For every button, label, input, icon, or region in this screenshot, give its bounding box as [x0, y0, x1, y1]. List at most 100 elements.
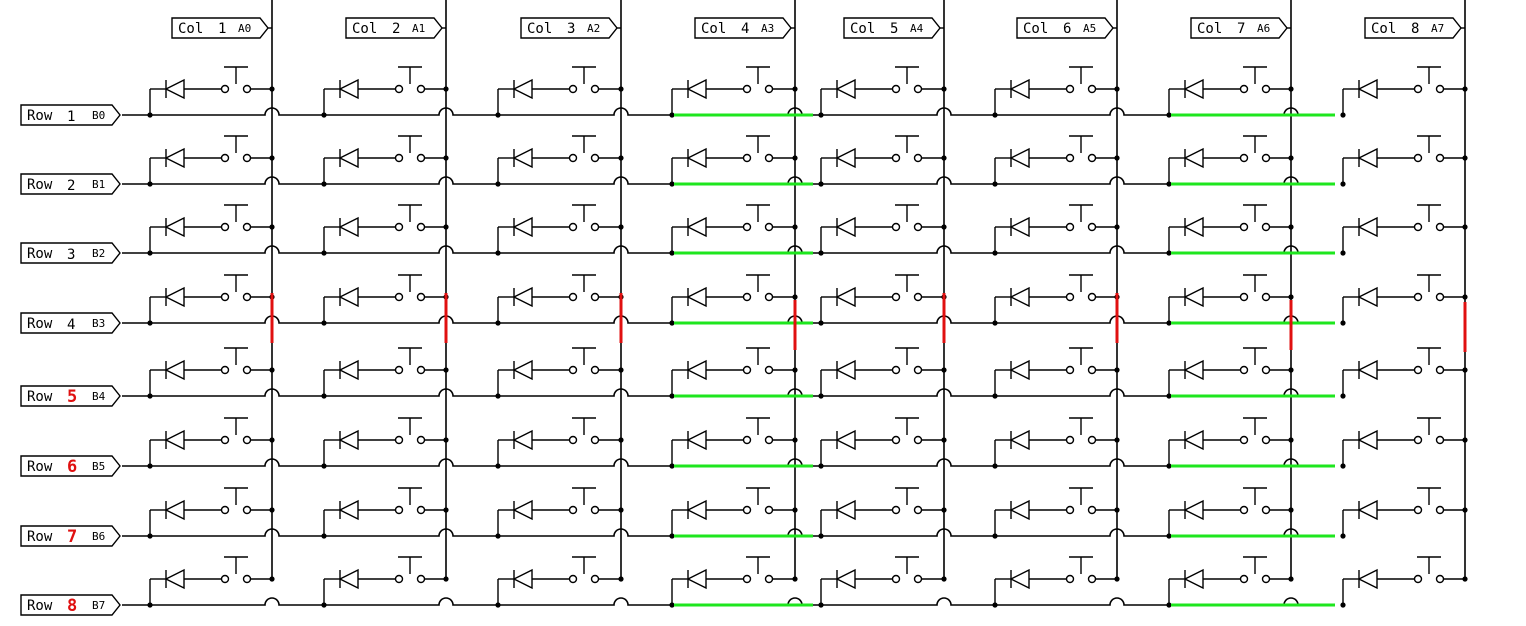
key-cell	[992, 66, 1120, 118]
diode-icon	[1183, 286, 1204, 308]
key-cell	[1166, 204, 1294, 256]
diode-icon	[164, 78, 185, 100]
switch-contact	[220, 292, 230, 302]
switch-contact	[742, 505, 752, 515]
junction-dot	[1462, 367, 1468, 373]
switch-contact	[1413, 292, 1423, 302]
switch-contact	[416, 435, 426, 445]
key-cell	[1166, 347, 1294, 399]
junction-dot	[443, 86, 449, 92]
row-label-pin: B3	[92, 317, 105, 330]
diode-icon	[835, 568, 856, 590]
switch-contact	[1413, 222, 1423, 232]
diode-icon	[164, 499, 185, 521]
row-wire	[122, 176, 1313, 185]
key-cell	[669, 347, 798, 399]
switch-contact	[1435, 84, 1445, 94]
switch-contact	[764, 84, 774, 94]
switch-contact	[1065, 505, 1075, 515]
switch-contact	[590, 153, 600, 163]
column-label-pin: A7	[1431, 22, 1444, 35]
junction-dot	[1462, 437, 1468, 443]
switch-contact	[1261, 153, 1271, 163]
switch-contact	[913, 153, 923, 163]
switch-contact	[568, 222, 578, 232]
diode-icon	[686, 147, 707, 169]
column-label-number: 6	[1063, 21, 1071, 37]
key-cell	[1340, 66, 1468, 118]
diode-icon	[1357, 568, 1378, 590]
column-label-flag	[1190, 17, 1288, 39]
switch-contact	[742, 153, 752, 163]
column-label-flag	[694, 17, 792, 39]
switch-contact	[220, 84, 230, 94]
diode-icon	[1357, 359, 1378, 381]
junction-dot	[792, 367, 798, 373]
key-cell	[669, 135, 798, 187]
diode-icon	[1183, 429, 1204, 451]
switch-contact	[742, 365, 752, 375]
switch-contact	[1413, 153, 1423, 163]
diode-icon	[164, 568, 185, 590]
switch-contact	[1087, 153, 1097, 163]
switch-contact	[891, 365, 901, 375]
diode-icon	[1357, 286, 1378, 308]
row-label-flag	[20, 104, 121, 126]
key-cell	[669, 66, 798, 118]
switch-contact	[1435, 153, 1445, 163]
switch-contact	[1087, 84, 1097, 94]
switch-contact	[1413, 574, 1423, 584]
switch-contact	[1413, 505, 1423, 515]
switch-contact	[1065, 435, 1075, 445]
junction-dot	[941, 507, 947, 513]
diode-icon	[835, 429, 856, 451]
switch-contact	[913, 435, 923, 445]
junction-dot	[941, 437, 947, 443]
key-cell	[321, 66, 449, 118]
junction-dot	[443, 437, 449, 443]
key-cell	[1166, 556, 1294, 608]
diode-icon	[1183, 78, 1204, 100]
column-label-flag	[520, 17, 618, 39]
diode-icon	[835, 216, 856, 238]
row-label-text: Row	[27, 389, 53, 405]
switch-contact	[1261, 84, 1271, 94]
key-cell	[818, 135, 947, 187]
junction-dot	[941, 155, 947, 161]
switch-contact	[1239, 574, 1249, 584]
switch-contact	[220, 574, 230, 584]
switch-contact	[590, 574, 600, 584]
switch-contact	[1065, 574, 1075, 584]
diode-icon	[164, 429, 185, 451]
key-cell	[818, 204, 947, 256]
column-label-text: Col	[1197, 21, 1222, 37]
switch-contact	[1239, 222, 1249, 232]
switch-contact	[891, 222, 901, 232]
switch-contact	[742, 574, 752, 584]
switch-contact	[913, 505, 923, 515]
row-label-flag	[20, 385, 121, 407]
switch-contact	[1065, 222, 1075, 232]
switch-contact	[394, 153, 404, 163]
column-label-text: Col	[352, 21, 377, 37]
column-label-pin: A3	[761, 22, 774, 35]
junction-dot	[1114, 507, 1120, 513]
switch-contact	[742, 84, 752, 94]
switch-contact	[913, 84, 923, 94]
key-cell	[147, 135, 275, 187]
junction-dot	[269, 576, 275, 582]
junction-dot	[1288, 86, 1294, 92]
key-cell	[669, 417, 798, 469]
switch-contact	[590, 84, 600, 94]
key-cell	[321, 347, 449, 399]
switch-contact	[742, 222, 752, 232]
junction-dot	[1462, 507, 1468, 513]
diode-icon	[512, 286, 533, 308]
column-label-text: Col	[701, 21, 726, 37]
switch-contact	[590, 222, 600, 232]
switch-contact	[1065, 84, 1075, 94]
key-cell	[321, 274, 449, 326]
